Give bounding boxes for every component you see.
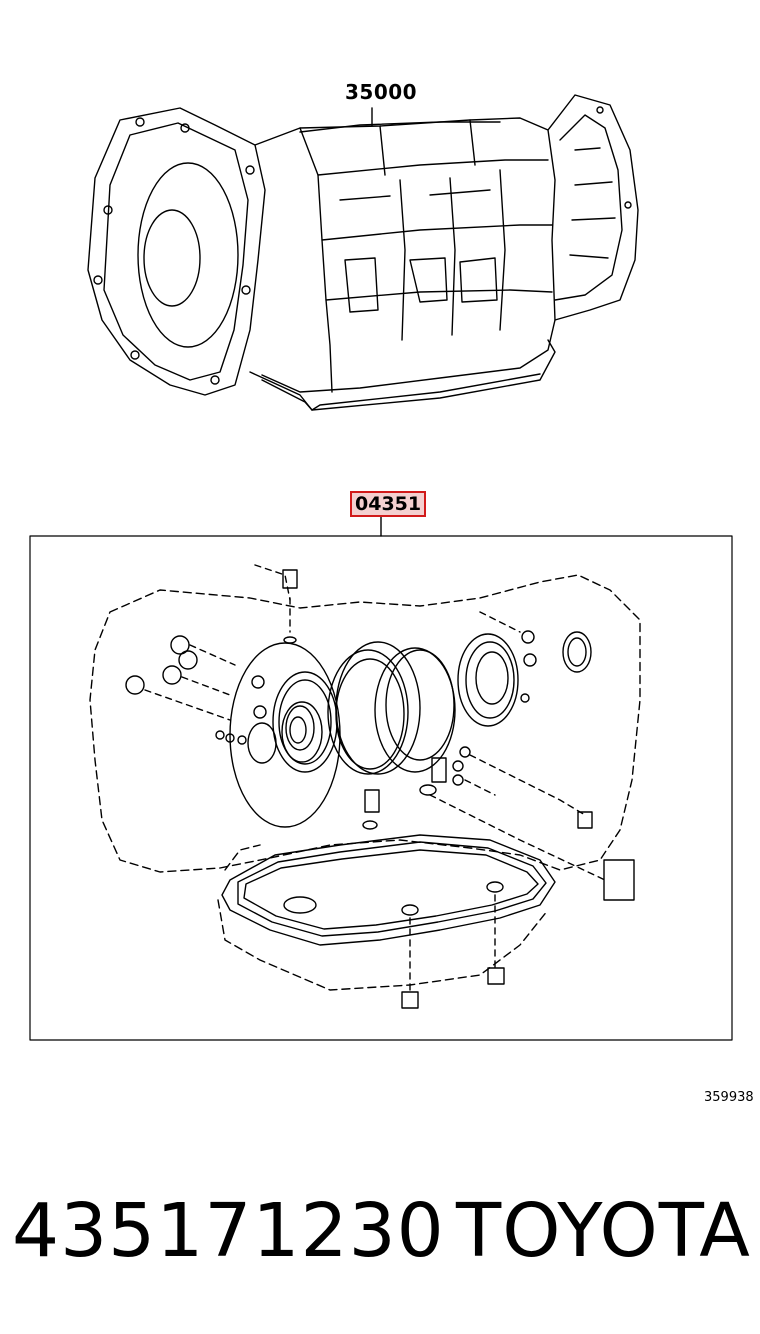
brand-name: TOYOTA [456,1188,751,1274]
kit-frame [29,535,733,1041]
callout-assembly[interactable]: 35000 [345,80,418,104]
gasket-kit-illustration [89,564,641,1009]
transmission-assembly-illustration [87,94,639,411]
part-number: 435171230 [12,1188,445,1274]
callout-kit-highlighted[interactable]: 04351 [350,491,427,517]
catalog-reference: 359938 [704,1090,754,1105]
